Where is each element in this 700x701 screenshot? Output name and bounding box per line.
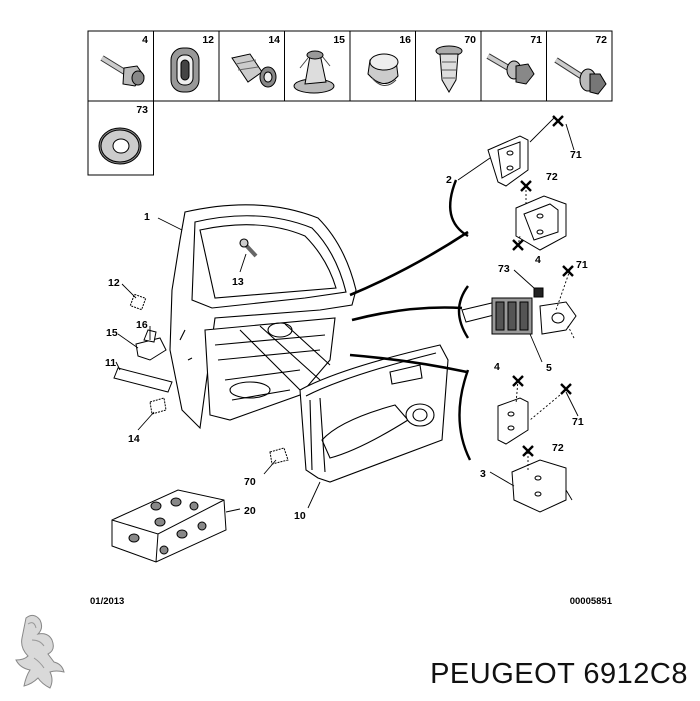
upper-hinge bbox=[449, 135, 567, 251]
grid-num-14: 14 bbox=[268, 34, 280, 46]
callout-2: 2 bbox=[446, 174, 452, 186]
callout-70: 70 bbox=[244, 476, 256, 488]
peugeot-lion-icon bbox=[4, 610, 76, 696]
footer: PEUGEOT 6912C8 bbox=[88, 647, 698, 697]
plug-icon bbox=[367, 53, 399, 86]
callout-4-upper: 4 bbox=[535, 254, 541, 266]
callout-1: 1 bbox=[144, 211, 150, 223]
grid-num-16: 16 bbox=[399, 34, 411, 46]
callout-71-upper: 71 bbox=[570, 149, 582, 161]
callout-16: 16 bbox=[136, 319, 148, 331]
callout-20: 20 bbox=[244, 505, 256, 517]
callout-14: 14 bbox=[128, 433, 140, 445]
washer-icon bbox=[98, 127, 142, 165]
parts-grid bbox=[87, 30, 613, 176]
door-shell bbox=[169, 204, 357, 430]
bolt-icon bbox=[100, 55, 145, 87]
callout-15: 15 bbox=[106, 327, 118, 339]
date-code: 01/2013 bbox=[90, 596, 124, 607]
callout-71-lower: 71 bbox=[572, 416, 584, 428]
callout-73: 73 bbox=[498, 263, 510, 275]
document-code: 00005851 bbox=[570, 596, 613, 607]
callout-72-lower: 72 bbox=[552, 442, 564, 454]
callout-71-middle: 71 bbox=[576, 259, 588, 271]
check-strap bbox=[457, 285, 577, 339]
clip-icon bbox=[231, 53, 277, 88]
grid-num-73: 73 bbox=[136, 104, 148, 116]
grid-num-12: 12 bbox=[202, 34, 214, 46]
grid-num-72: 72 bbox=[595, 34, 607, 46]
door-trim-panel bbox=[299, 344, 449, 483]
callout-72-upper: 72 bbox=[546, 171, 558, 183]
grid-num-70: 70 bbox=[464, 34, 476, 46]
connector-curves bbox=[349, 230, 469, 374]
flange-bolt-icon bbox=[554, 57, 607, 95]
push-clip-icon bbox=[293, 50, 335, 94]
hex-bolt-icon bbox=[486, 53, 535, 85]
callout-13: 13 bbox=[232, 276, 244, 288]
lower-hinge bbox=[458, 369, 567, 513]
fastener-markers bbox=[512, 115, 574, 457]
leader-lines bbox=[115, 117, 579, 513]
callout-3: 3 bbox=[480, 468, 486, 480]
callout-5: 5 bbox=[546, 362, 552, 374]
grid-num-15: 15 bbox=[333, 34, 345, 46]
callout-12: 12 bbox=[108, 277, 120, 289]
fastener-kit-box bbox=[111, 489, 227, 563]
callout-10: 10 bbox=[294, 510, 306, 522]
fir-tree-clip-icon bbox=[435, 45, 463, 93]
grid-num-4: 4 bbox=[142, 34, 148, 46]
callout-11: 11 bbox=[105, 357, 116, 369]
small-parts-left bbox=[113, 293, 289, 465]
brand-part-number: PEUGEOT 6912C8 bbox=[430, 658, 688, 690]
grommet-icon bbox=[170, 47, 200, 93]
callout-4-lower: 4 bbox=[494, 361, 500, 373]
grid-num-71: 71 bbox=[530, 34, 542, 46]
